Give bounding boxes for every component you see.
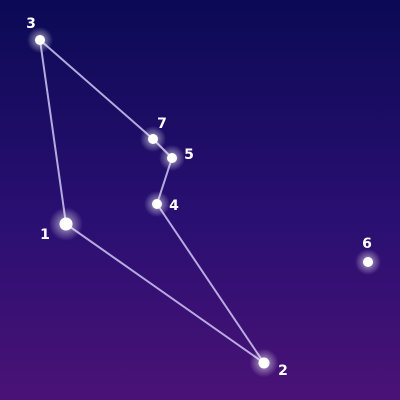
star-core — [167, 153, 177, 163]
star-core — [363, 257, 373, 267]
star-3 — [27, 27, 53, 53]
star-5 — [159, 145, 185, 171]
star-core — [258, 357, 270, 369]
constellation-lines — [39, 39, 265, 364]
constellation-line-7-3 — [39, 39, 154, 140]
star-1 — [49, 207, 83, 241]
star-core — [152, 199, 162, 209]
star-core — [59, 217, 73, 231]
star-label-2: 2 — [278, 363, 288, 379]
star-label-1: 1 — [40, 227, 50, 243]
star-7 — [140, 126, 166, 152]
constellation-line-1-2 — [65, 223, 265, 364]
star-label-3: 3 — [26, 16, 36, 32]
star-label-4: 4 — [169, 198, 179, 214]
star-2 — [249, 348, 279, 378]
star-label-5: 5 — [184, 147, 194, 163]
star-core — [148, 134, 158, 144]
star-4 — [144, 191, 170, 217]
star-6 — [355, 249, 381, 275]
star-label-6: 6 — [362, 236, 372, 252]
star-labels: 1 2 3 4 5 6 7 — [26, 16, 372, 379]
constellation-line-2-4 — [156, 203, 265, 364]
star-label-7: 7 — [157, 116, 167, 132]
star-core — [35, 35, 45, 45]
constellation-stars — [27, 27, 381, 378]
constellation-line-3-1 — [39, 39, 67, 225]
